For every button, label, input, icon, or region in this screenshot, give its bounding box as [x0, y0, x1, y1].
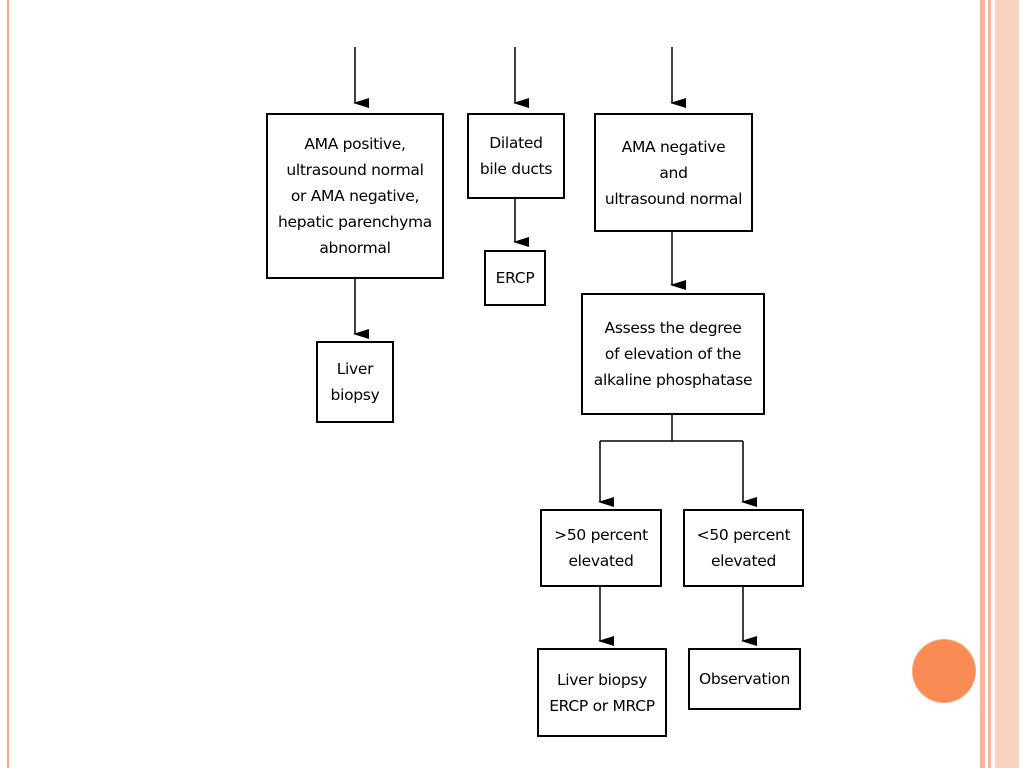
node-assess-alkaline-phosphatase: Assess the degree of elevation of the al… — [581, 293, 765, 415]
decorative-circle — [913, 640, 975, 702]
node-gt50-percent: >50 percent elevated — [540, 509, 662, 587]
node-ama-positive: AMA positive, ultrasound normal or AMA n… — [266, 113, 444, 279]
node-observation: Observation — [688, 648, 801, 710]
node-lt50-percent: <50 percent elevated — [683, 509, 804, 587]
node-liver-biopsy: Liver biopsy — [316, 341, 394, 423]
slide-frame-right-stripe — [980, 0, 985, 768]
node-liver-biopsy-ercp-mrcp: Liver biopsy ERCP or MRCP — [537, 648, 667, 737]
node-ama-negative: AMA negative and ultrasound normal — [594, 113, 753, 232]
slide-frame-right-stripe — [988, 0, 991, 768]
node-dilated-bile-ducts: Dilated bile ducts — [467, 113, 565, 199]
node-ercp: ERCP — [484, 250, 546, 306]
slide-frame-right-band — [995, 0, 1019, 768]
slide-frame-left — [7, 0, 9, 768]
